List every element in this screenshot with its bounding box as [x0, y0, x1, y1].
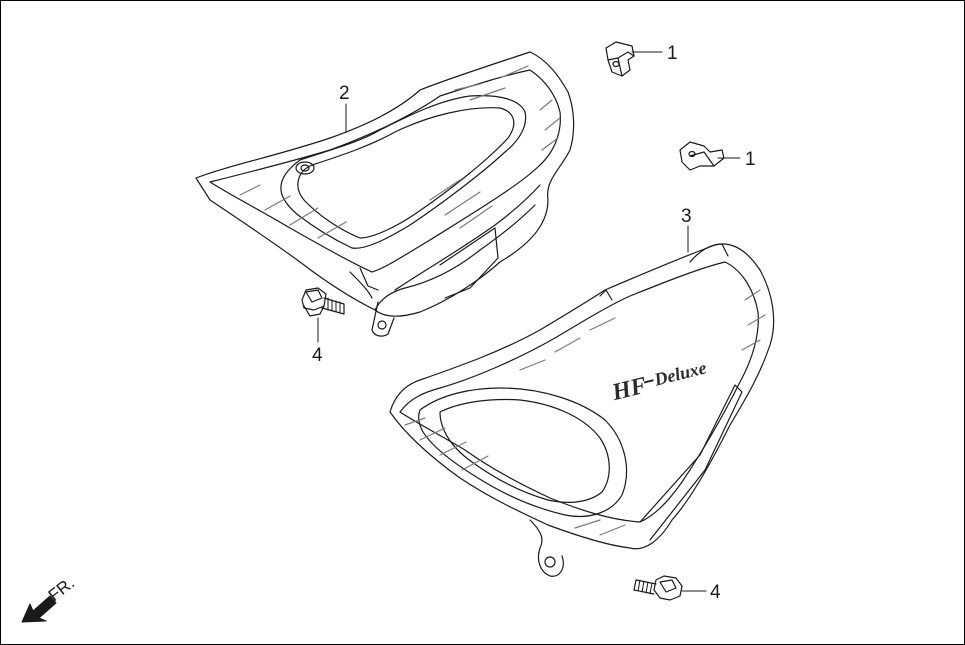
clip-top [605, 41, 635, 77]
bolt-left [301, 287, 345, 317]
bolt-right [633, 575, 683, 601]
callout-part-2: 2 [339, 83, 350, 104]
callout-part-4-right: 4 [710, 582, 721, 603]
front-arrow-icon [21, 595, 57, 623]
side-cover-right: HF Deluxe [389, 243, 775, 577]
logo-variant: Deluxe [651, 357, 708, 389]
front-direction-indicator: FR. [21, 573, 78, 623]
logo-model: HF [609, 372, 650, 406]
callout-part-3: 3 [681, 206, 692, 227]
hf-deluxe-logo: HF Deluxe [609, 357, 709, 406]
callout-part-4-left: 4 [312, 345, 323, 366]
clip-middle [679, 141, 725, 171]
leader-lines [317, 51, 741, 592]
side-cover-left [195, 51, 575, 337]
callout-part-1-top: 1 [667, 43, 678, 64]
callout-part-1-middle: 1 [745, 149, 756, 170]
